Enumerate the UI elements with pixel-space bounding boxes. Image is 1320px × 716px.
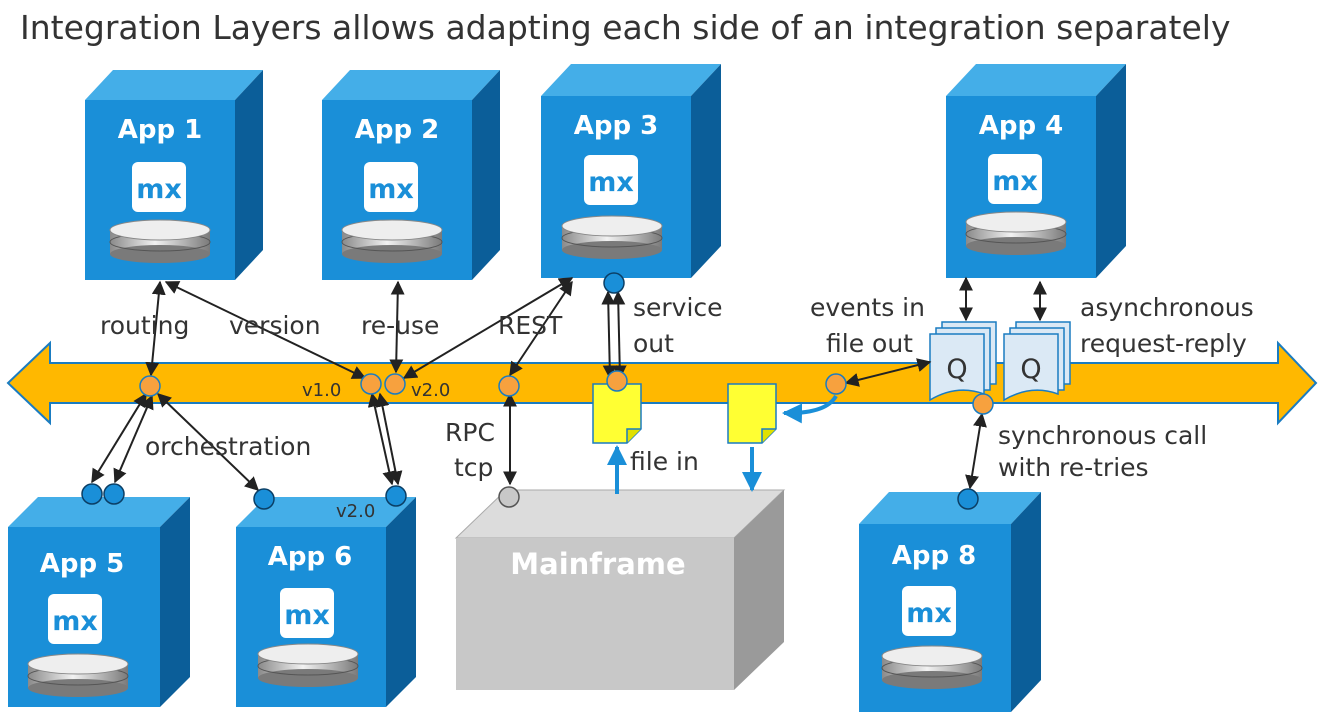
label-out: out: [633, 329, 674, 358]
svg-text:mx: mx: [368, 174, 414, 205]
mx-logo: mx: [132, 162, 186, 212]
label-with-retries: with re-tries: [998, 453, 1149, 482]
file-out-icon: [727, 383, 777, 444]
database-icon: [341, 219, 443, 263]
app8-label: App 8: [892, 541, 977, 571]
database-icon: [27, 653, 129, 697]
app5-label: App 5: [40, 549, 125, 579]
app4-label: App 4: [979, 111, 1064, 141]
label-v2-app6: v2.0: [336, 501, 375, 522]
mainframe-label: Mainframe: [510, 547, 685, 581]
label-request-reply: request-reply: [1080, 329, 1247, 358]
label-routing: routing: [100, 311, 189, 340]
mainframe-box: [454, 489, 786, 690]
database-icon: [109, 219, 211, 263]
app-endpoint-nodes: [81, 272, 979, 510]
label-rest: REST: [498, 311, 563, 340]
svg-text:Q: Q: [1020, 354, 1041, 385]
svg-text:mx: mx: [906, 598, 952, 629]
bus-nodes: [139, 370, 994, 415]
label-rpc: RPC: [445, 418, 495, 447]
app1-label: App 1: [118, 115, 203, 145]
svg-text:Q: Q: [946, 354, 967, 385]
file-flow-arrows: [607, 394, 838, 494]
label-service: service: [633, 293, 723, 322]
mx-logo: mx: [902, 586, 956, 636]
label-events-in: events in: [810, 293, 925, 322]
label-file-out: file out: [826, 329, 913, 358]
mx-logo: mx: [584, 155, 638, 205]
mx-logo: mx: [48, 594, 102, 644]
mx-logo: mx: [988, 154, 1042, 204]
svg-text:mx: mx: [284, 600, 330, 631]
label-synchronous-call: synchronous call: [998, 421, 1207, 450]
label-tcp: tcp: [454, 453, 493, 482]
connectors: [91, 276, 1047, 491]
app5-cube: [8, 497, 190, 707]
mx-logo: mx: [364, 162, 418, 212]
database-icon: [257, 643, 359, 687]
svg-text:mx: mx: [588, 167, 634, 198]
label-orchestration: orchestration: [145, 432, 311, 461]
app6-label: App 6: [268, 542, 353, 572]
database-icon: [561, 215, 663, 259]
svg-text:mx: mx: [992, 166, 1038, 197]
diagram-title: Integration Layers allows adapting each …: [20, 8, 1231, 47]
label-reuse: re-use: [361, 311, 439, 340]
svg-text:mx: mx: [136, 174, 182, 205]
database-icon: [965, 211, 1067, 255]
label-v1: v1.0: [302, 380, 341, 401]
label-v2-bus: v2.0: [411, 380, 450, 401]
file-in-icon: [592, 383, 642, 444]
label-version: version: [229, 311, 321, 340]
app3-label: App 3: [574, 111, 659, 141]
svg-text:mx: mx: [52, 606, 98, 637]
label-asynchronous: asynchronous: [1080, 293, 1254, 322]
mainframe-endpoint-node: [498, 486, 520, 508]
label-file-in: file in: [630, 447, 699, 476]
app2-label: App 2: [355, 115, 440, 145]
queue-icon: Q: [929, 321, 997, 402]
queue-icon: Q: [1003, 321, 1071, 402]
database-icon: [881, 645, 983, 689]
mx-logo: mx: [280, 588, 334, 638]
